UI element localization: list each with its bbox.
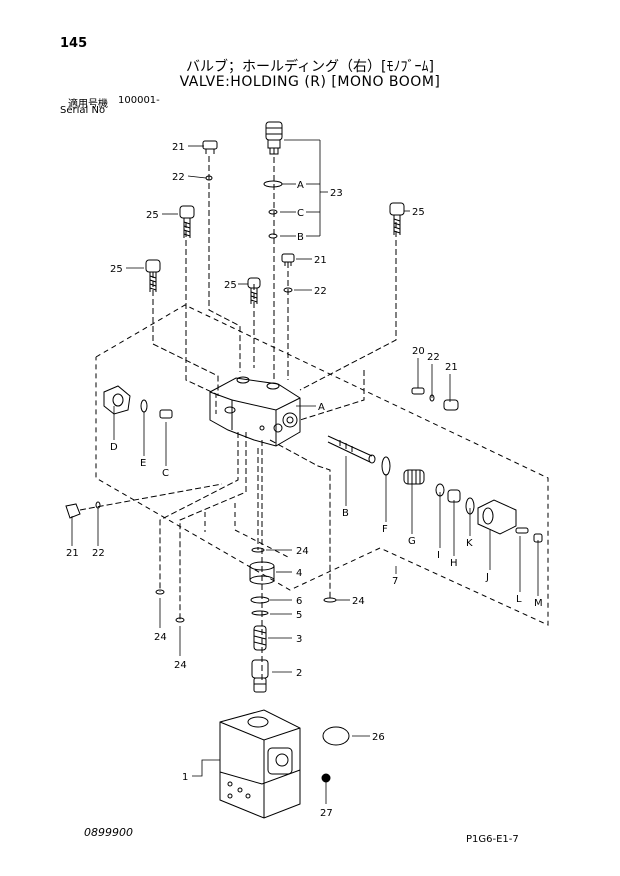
ring-23-b — [268, 233, 278, 239]
callout-27: 27 — [320, 808, 333, 819]
oring-5 — [251, 610, 269, 616]
bolt-25-left-b — [145, 259, 161, 292]
spool-b — [327, 435, 376, 464]
callout-leaders — [71, 139, 539, 804]
callout-22-mid: 22 — [314, 286, 327, 297]
oring-24-a — [251, 547, 265, 553]
callout-21-mid: 21 — [314, 255, 327, 266]
sleeve-c — [159, 409, 173, 419]
callout-m: M — [534, 598, 543, 609]
cap-j — [477, 499, 517, 535]
callout-5: 5 — [296, 610, 302, 621]
serial-label-english: Serial No — [60, 105, 106, 116]
callout-4: 4 — [296, 568, 302, 579]
oring-i — [435, 483, 445, 497]
callout-j: J — [485, 572, 489, 583]
plug-21-mid — [281, 253, 295, 266]
callout-f: F — [382, 524, 388, 535]
callout-25-left-b: 25 — [110, 264, 123, 275]
callout-22-low: 22 — [92, 548, 105, 559]
callout-24-d: 24 — [174, 660, 187, 671]
callout-b-ring: B — [297, 232, 304, 243]
callout-21-right: 21 — [445, 362, 458, 373]
callout-20-right: 20 — [412, 346, 425, 357]
cap-d — [103, 385, 131, 415]
callout-a-ring: A — [297, 180, 304, 191]
callout-26: 26 — [372, 732, 385, 743]
callout-6: 6 — [296, 596, 302, 607]
oring-24-d — [175, 617, 185, 623]
callout-h: H — [450, 558, 458, 569]
plug-27 — [321, 773, 331, 783]
title-english: VALVE:HOLDING (R) [MONO BOOM] — [179, 74, 441, 90]
serial-label-japanese: 適用号機 — [68, 99, 108, 110]
oring-22-low — [95, 501, 101, 509]
callout-c-ring: C — [297, 208, 304, 219]
oring-22-top — [205, 175, 213, 181]
screw-m — [533, 533, 543, 543]
callout-k: K — [466, 538, 473, 549]
valve-block-1 — [219, 709, 301, 819]
oring-22-right — [429, 394, 435, 402]
callout-3: 3 — [296, 634, 302, 645]
callout-22-right: 22 — [427, 352, 440, 363]
callout-a-body: A — [318, 402, 325, 413]
callout-25-mid: 25 — [224, 280, 237, 291]
oring-e — [140, 399, 148, 413]
bolt-25-left-a — [179, 205, 195, 238]
callout-21-top: 21 — [172, 142, 185, 153]
callout-25-right: 25 — [412, 207, 425, 218]
callout-b-spool: B — [342, 508, 349, 519]
oring-24-b — [323, 597, 337, 603]
title-japanese: バルブ；ホールディング（右）[ﾓﾉﾌﾞｰﾑ] — [186, 59, 434, 75]
callout-c: C — [162, 468, 169, 479]
callout-21-low: 21 — [66, 548, 79, 559]
plug-h — [447, 489, 461, 503]
callout-23: 23 — [330, 188, 343, 199]
callout-24-a: 24 — [296, 546, 309, 557]
callout-22-top: 22 — [172, 172, 185, 183]
pin-l — [515, 527, 529, 534]
callout-1: 1 — [182, 772, 188, 783]
plug-21-low — [65, 503, 81, 519]
spring-g — [403, 469, 425, 485]
ring-23-c — [268, 209, 278, 215]
oring-24-c — [155, 589, 165, 595]
washer-f — [381, 456, 391, 476]
bolt-25-right — [389, 202, 405, 235]
callout-g: G — [408, 536, 416, 547]
callout-d: D — [110, 442, 118, 453]
oring-k — [465, 497, 475, 515]
page-number: 145 — [60, 36, 88, 51]
spring-3 — [253, 625, 267, 651]
callout-2: 2 — [296, 668, 302, 679]
document-code: 0899900 — [84, 826, 133, 839]
callout-l: L — [516, 594, 522, 605]
plug-21-top — [202, 140, 218, 154]
plug-21-right — [443, 399, 459, 411]
callout-7: 7 — [392, 576, 398, 587]
plug-20-right — [411, 387, 425, 395]
assembly-boundary-dashed — [95, 304, 549, 626]
poppet-2 — [251, 659, 269, 693]
oring-26 — [322, 726, 350, 746]
oring-23-a — [263, 180, 283, 188]
holding-valve-body — [209, 376, 301, 447]
relief-valve-23 — [265, 121, 283, 155]
ring-6 — [250, 596, 270, 604]
callout-24-c: 24 — [154, 632, 167, 643]
callout-labels: 21 22 25 25 25 25 21 22 A C B 23 20 22 2… — [66, 142, 543, 819]
callout-25-left-a: 25 — [146, 210, 159, 221]
callout-24-b: 24 — [352, 596, 365, 607]
piston-4 — [249, 561, 275, 585]
bolt-25-mid — [247, 277, 261, 304]
callout-e: E — [140, 458, 146, 469]
serial-number-range: 100001- — [118, 95, 160, 106]
callout-i: I — [437, 550, 440, 561]
oring-22-mid — [283, 287, 293, 293]
figure-code: P1G6-E1-7 — [466, 834, 519, 845]
